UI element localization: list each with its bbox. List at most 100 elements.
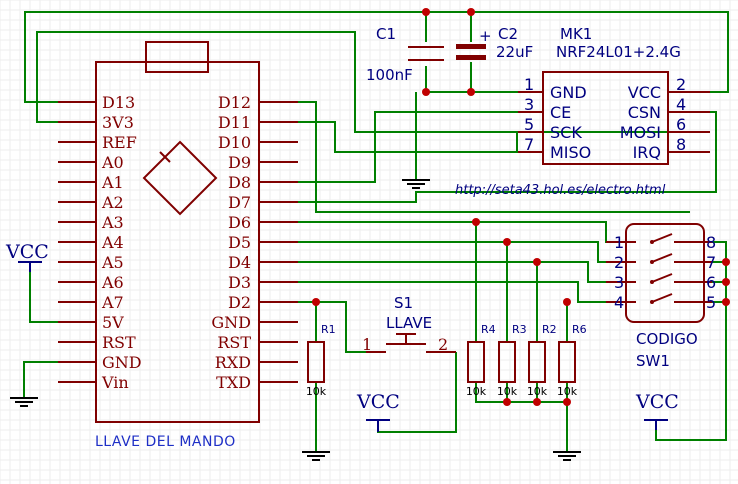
junction	[533, 398, 541, 406]
wire-d4	[298, 261, 618, 283]
dip-pin-number: 3	[614, 273, 624, 292]
junction	[467, 8, 475, 16]
nrf-pin-number: 4	[676, 95, 686, 114]
capacitor-c1: C1 100nF	[366, 25, 444, 84]
arduino-pin-label: TXD	[216, 373, 251, 392]
usb-connector	[145, 41, 209, 73]
c1-ref: C1	[376, 25, 396, 43]
nrf-pin-number: 8	[676, 135, 686, 154]
arduino-pin-label: A2	[101, 193, 124, 212]
dip-pin-number: 2	[614, 253, 624, 272]
dip-pin-number: 5	[706, 293, 716, 312]
arduino-pin-label: 5V	[102, 313, 124, 332]
junction	[472, 218, 480, 226]
c2-plate	[456, 44, 486, 49]
resistor-ref: R1	[321, 323, 336, 336]
mcu-chip-icon	[142, 140, 218, 216]
nrf-pin-label: MISO	[550, 143, 591, 162]
arduino-pin-label: D11	[218, 113, 251, 132]
resistor-ref: R2	[542, 323, 557, 336]
vcc-left: VCC	[5, 241, 49, 272]
nrf-pin-label: GND	[550, 83, 587, 102]
junction	[563, 298, 571, 306]
junction	[722, 278, 730, 286]
nrf-ref: MK1	[560, 25, 592, 43]
arduino-pin-label: D12	[218, 93, 251, 112]
arduino-pin-label: D6	[228, 213, 251, 232]
dip-lever	[651, 273, 673, 283]
resistor-body	[467, 341, 485, 383]
dip-pin-number: 8	[706, 233, 716, 252]
nrf-part: NRF24L01+2.4G	[556, 43, 681, 61]
wire-d3	[298, 281, 618, 303]
junction	[422, 8, 430, 16]
resistor-body	[558, 341, 576, 383]
resistor-body	[307, 341, 325, 383]
s1-pin2: 2	[438, 335, 448, 354]
nrf-pin-label: CSN	[628, 103, 661, 122]
arduino-pin-label: RST	[217, 333, 251, 352]
arduino-pin-label: D10	[218, 133, 251, 152]
junction	[722, 298, 730, 306]
wire-d7-csn	[298, 111, 717, 203]
nrf-pin-label: SCK	[550, 123, 582, 142]
dip-pin-number: 1	[614, 233, 624, 252]
arduino-pin-label: D3	[228, 273, 251, 292]
nrf-pin-label: CE	[550, 103, 571, 122]
dip-ref: SW1	[636, 352, 670, 370]
nrf-pin-label: IRQ	[633, 143, 661, 162]
arduino-pin-label: A6	[101, 273, 124, 292]
capacitor-c2: + C2 22uF	[456, 25, 533, 61]
mcu-pins	[159, 151, 171, 163]
nrf-url: http://seta43.hol.es/electro.html	[455, 183, 666, 198]
junctions	[312, 8, 730, 406]
wire-vcc-5v	[29, 262, 58, 323]
arduino-pin-label: D2	[228, 293, 251, 312]
arduino-pin-label: D7	[228, 193, 251, 212]
arduino-pin-label: A7	[101, 293, 124, 312]
junction	[422, 88, 430, 96]
nrf-pin-number: 1	[524, 75, 534, 94]
dip-lever	[651, 233, 673, 243]
arduino-pin-label: A4	[101, 233, 124, 252]
junction	[563, 398, 571, 406]
junction	[722, 258, 730, 266]
arduino-pin-label: 3V3	[102, 113, 134, 132]
arduino-pin-label: A5	[101, 253, 124, 272]
junction	[467, 88, 475, 96]
wire-d8-ce	[298, 111, 543, 183]
resistor-value: 10k	[497, 385, 518, 398]
junction	[503, 398, 511, 406]
resistor-ref: R3	[512, 323, 527, 336]
vcc-s1: VCC	[356, 391, 400, 432]
nrf-outline	[542, 71, 669, 165]
c2-polarity: +	[479, 27, 492, 45]
s1-pin1: 1	[362, 335, 372, 354]
c2-value: 22uF	[496, 43, 533, 61]
vcc-label: VCC	[356, 391, 400, 413]
dip-pin-number: 4	[614, 293, 624, 312]
junction	[533, 258, 541, 266]
nrf-pin-number: 3	[524, 95, 534, 114]
switch-s1: S1 LLAVE 1 2	[362, 294, 456, 354]
resistor-value: 10k	[557, 385, 578, 398]
resistor-ref: R4	[481, 323, 496, 336]
arduino-pin-label: GND	[211, 313, 251, 332]
arduino-pin-label: D13	[102, 93, 135, 112]
wire-dip-common	[655, 241, 727, 441]
resistor-value: 10k	[306, 385, 327, 398]
resistor-value: 10k	[466, 385, 487, 398]
nrf-pin-label: VCC	[628, 83, 661, 102]
nrf-pin-number: 7	[524, 135, 534, 154]
dip-pin-number: 6	[706, 273, 716, 292]
ground-symbols	[10, 179, 581, 461]
